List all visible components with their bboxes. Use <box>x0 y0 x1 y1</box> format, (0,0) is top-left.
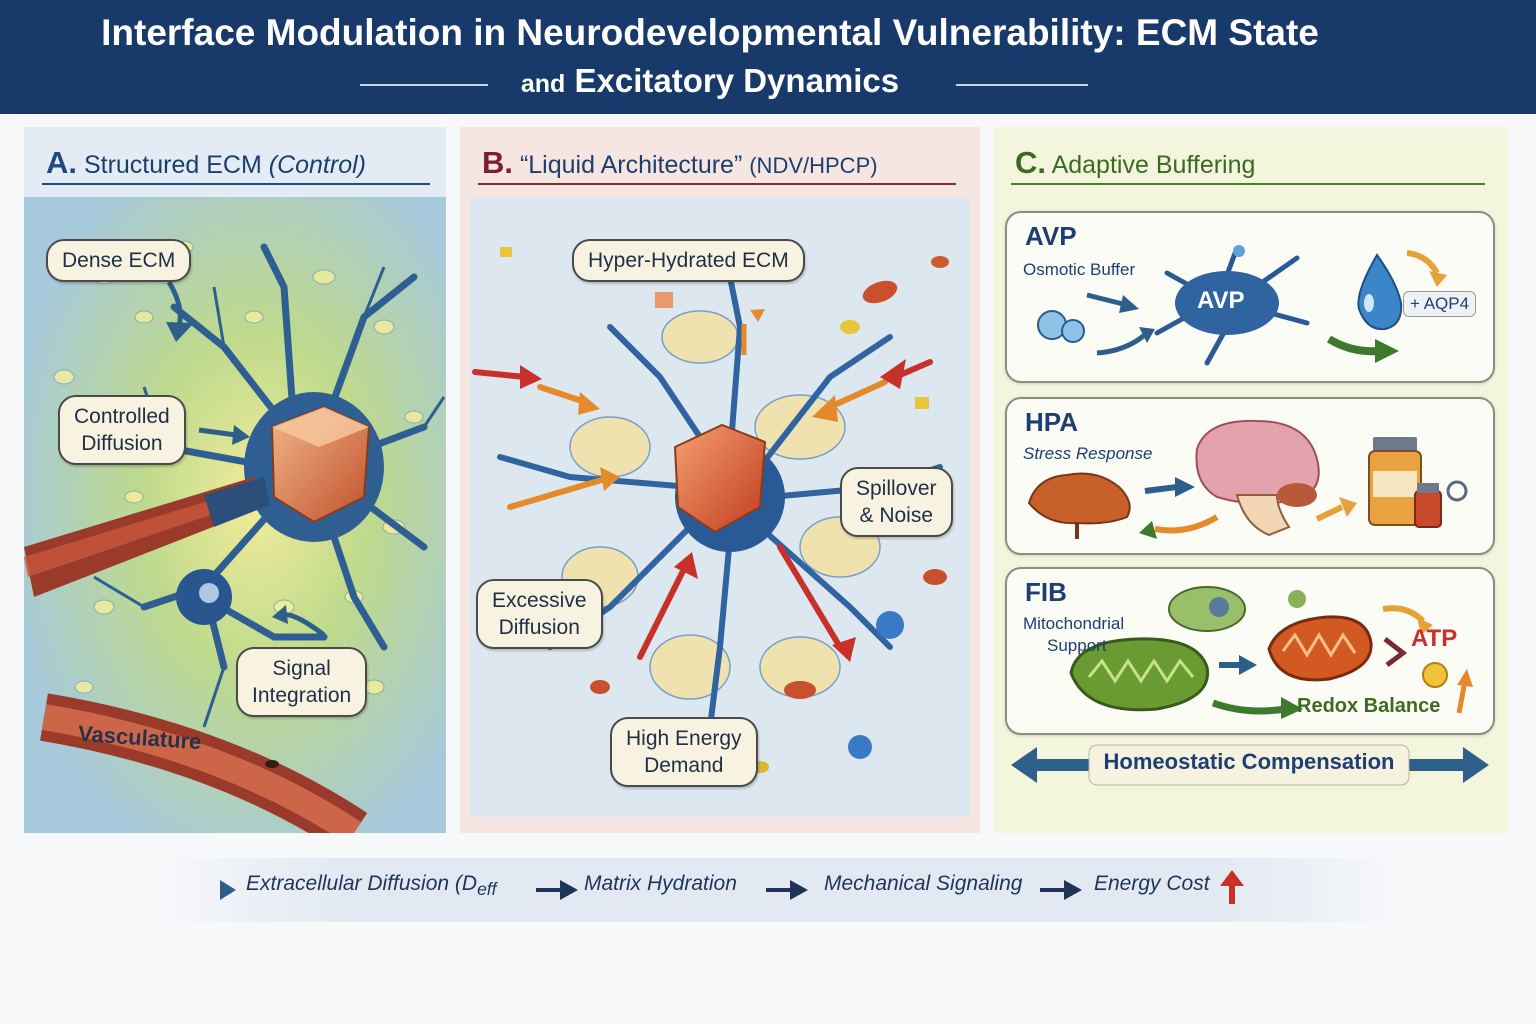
panel-liquid-architecture: B. “Liquid Architecture” (NDV/HPCP) Hype… <box>460 127 980 833</box>
panel-c-underline <box>1011 183 1485 185</box>
panel-a-title-text: Structured ECM <box>83 151 262 179</box>
fib-title: FIB <box>1025 577 1067 607</box>
aqp4-badge: + AQP4 <box>1403 291 1477 317</box>
title-line-1: Interface Modulation in Neurodevelopment… <box>101 12 1319 53</box>
title-rule-right <box>956 84 1088 86</box>
panel-b-underline <box>478 183 956 185</box>
panel-c-title: C. Adaptive Buffering <box>1015 145 1255 181</box>
callout-hyper-hydrated-ecm: Hyper-Hydrated ECM <box>572 239 805 282</box>
fib-subtitle-2: Support <box>1047 636 1107 655</box>
flow-mechanical-signaling: Mechanical Signaling <box>824 872 1023 895</box>
card-avp: AVP Osmotic Buffer AVP + AQP4 <box>1005 211 1495 383</box>
structured-ecm-illustration <box>24 197 446 833</box>
callout-spillover-line1: Spillover <box>856 477 937 500</box>
callout-signal-line2: Integration <box>252 684 352 707</box>
title-and: and <box>520 70 566 98</box>
panel-b-title: B. “Liquid Architecture” (NDV/HPCP) <box>482 145 878 181</box>
atp-label: ATP <box>1411 625 1458 652</box>
callout-controlled-line1: Controlled <box>74 405 170 428</box>
panel-structured-ecm: A. Structured ECM (Control) Dense ECM Co… <box>24 127 446 833</box>
callout-controlled-line2: Diffusion <box>81 432 163 455</box>
panel-a-title-italic: (Control) <box>268 151 366 179</box>
title-line-2: and Excitatory Dynamics <box>0 62 1420 100</box>
homeostatic-compensation-label: Homeostatic Compensation <box>1103 749 1395 774</box>
panel-c-letter: C. <box>1015 145 1046 180</box>
card-hpa: HPA Stress Response <box>1005 397 1495 555</box>
callout-excessive-diffusion: Excessive Diffusion <box>476 579 603 649</box>
flow-energy-cost: Energy Cost <box>1094 872 1210 895</box>
fib-illustration <box>1069 586 1473 719</box>
panel-adaptive-buffering: C. Adaptive Buffering AVP Osmotic B <box>993 127 1508 833</box>
flow-item-1-sub: eff <box>477 879 497 900</box>
redox-balance-label: Redox Balance <box>1297 695 1441 717</box>
title-rule-left <box>360 84 488 86</box>
panel-b-title-tail: (NDV/HPCP) <box>749 153 878 178</box>
panel-b-title-text: “Liquid Architecture” <box>519 151 743 179</box>
callout-high-energy-demand: High Energy Demand <box>610 717 758 787</box>
flow-matrix-hydration: Matrix Hydration <box>584 872 737 895</box>
panel-a-underline <box>42 183 430 185</box>
flow-arrows <box>220 870 1244 904</box>
flow-extracellular-diffusion: Extracellular Diffusion (Deff <box>246 872 497 900</box>
panel-b-letter: B. <box>482 145 513 180</box>
hpa-illustration <box>1027 419 1468 539</box>
callout-signal-line1: Signal <box>272 657 331 680</box>
callout-dense-ecm: Dense ECM <box>46 239 192 282</box>
avp-subtitle: Osmotic Buffer <box>1023 260 1136 279</box>
card-fib: FIB Mitochondrial Support ATP Redox Bala… <box>1005 567 1495 735</box>
avp-cell-label: AVP <box>1197 287 1245 314</box>
callout-spillover-noise: Spillover & Noise <box>840 467 953 537</box>
callout-controlled-diffusion: Controlled Diffusion <box>58 395 186 465</box>
flow-item-1: Extracellular Diffusion (D <box>246 872 478 895</box>
fib-subtitle-1: Mitochondrial <box>1023 614 1125 633</box>
avp-title: AVP <box>1025 221 1077 251</box>
callout-signal-integration: Signal Integration <box>236 647 368 717</box>
callout-spillover-line2: & Noise <box>859 504 934 527</box>
callout-excessive-line2: Diffusion <box>498 616 580 639</box>
title-dynamics: Excitatory Dynamics <box>574 62 900 99</box>
callout-energy-line2: Demand <box>644 754 724 777</box>
avp-illustration <box>1037 245 1447 366</box>
panel-a-title: A. Structured ECM (Control) <box>46 145 366 181</box>
hpa-subtitle: Stress Response <box>1023 444 1153 463</box>
hpa-title: HPA <box>1025 407 1078 437</box>
callout-energy-line1: High Energy <box>626 727 742 750</box>
panel-a-letter: A. <box>46 145 77 180</box>
header-banner: Interface Modulation in Neurodevelopment… <box>0 0 1536 114</box>
homeostatic-arrow <box>1011 744 1489 786</box>
callout-excessive-line1: Excessive <box>492 589 587 612</box>
panel-c-title-text: Adaptive Buffering <box>1051 151 1256 179</box>
